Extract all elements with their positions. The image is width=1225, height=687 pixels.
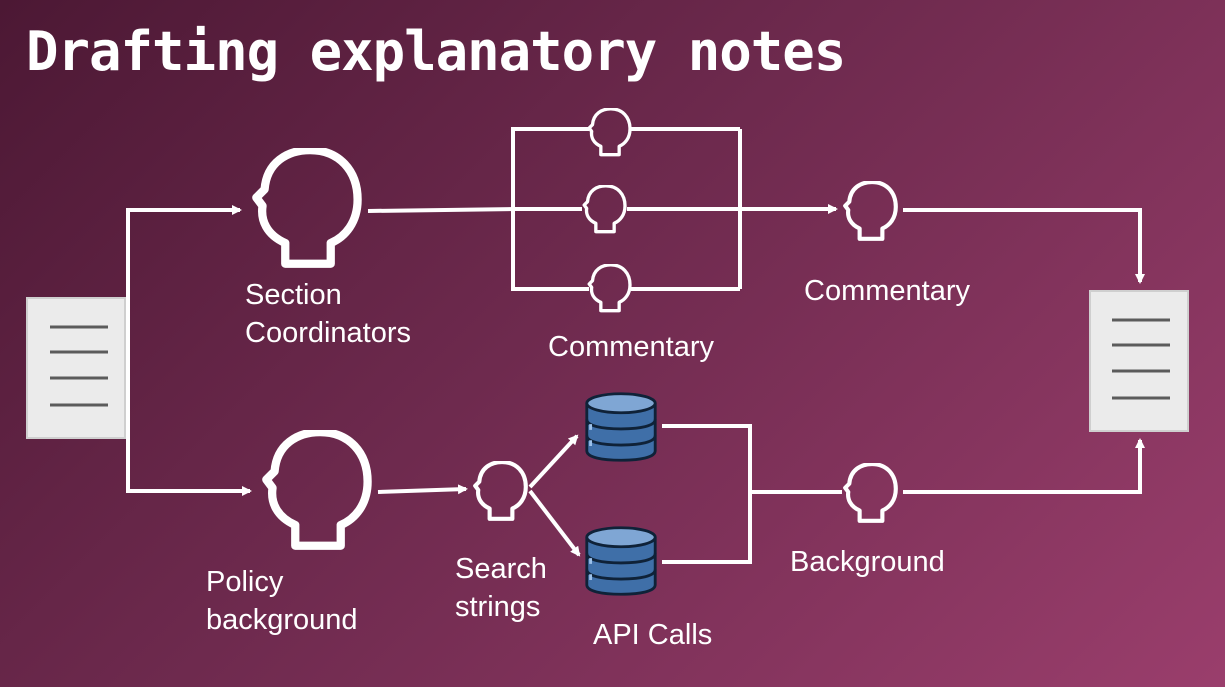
label-search-strings-line2: strings: [455, 591, 541, 623]
search-strings-head-icon: [475, 462, 526, 519]
output-document-icon: [1089, 290, 1189, 432]
label-policy-background-line1: Policy: [206, 566, 284, 598]
commentary-group-box: [511, 127, 589, 291]
arrow-policy-to-search: [377, 484, 468, 495]
arrow-search-to-db-top: [528, 434, 579, 489]
label-section-coordinators-line1: Section: [245, 279, 342, 311]
arrow-to-policy-background: [126, 368, 252, 496]
arrow-to-section-coordinators: [126, 205, 242, 368]
commentary-reviewer-middle-head-icon: [582, 185, 627, 234]
commentary-reviewer-top-head-icon: [587, 108, 632, 157]
arrow-commentary-to-output: [903, 208, 1145, 284]
label-commentary-group: Commentary: [548, 331, 714, 363]
commentary-head-icon: [845, 182, 896, 239]
label-search-strings-line1: Search: [455, 553, 547, 585]
label-commentary: Commentary: [804, 275, 970, 307]
commentary-reviewer-bottom-head-icon: [587, 264, 632, 313]
policy-background-head-icon: [266, 432, 367, 546]
label-section-coordinators-line2: Coordinators: [245, 317, 412, 349]
connector-coordinators-to-commentary: [367, 207, 516, 213]
label-api-calls: API Calls: [593, 619, 713, 651]
input-document-icon: [26, 297, 126, 439]
arrow-background-to-output: [903, 438, 1145, 494]
label-background: Background: [790, 546, 945, 578]
api-database-top-icon: [585, 392, 657, 462]
arrow-search-to-db-bottom: [528, 489, 581, 557]
label-policy-background-line2: background: [206, 604, 358, 636]
connector-db-merge: [662, 424, 752, 564]
api-database-bottom-icon: [585, 526, 657, 596]
section-coordinators-head-icon: [256, 150, 357, 264]
background-head-icon: [845, 464, 896, 521]
page-title: Drafting explanatory notes: [26, 20, 846, 83]
